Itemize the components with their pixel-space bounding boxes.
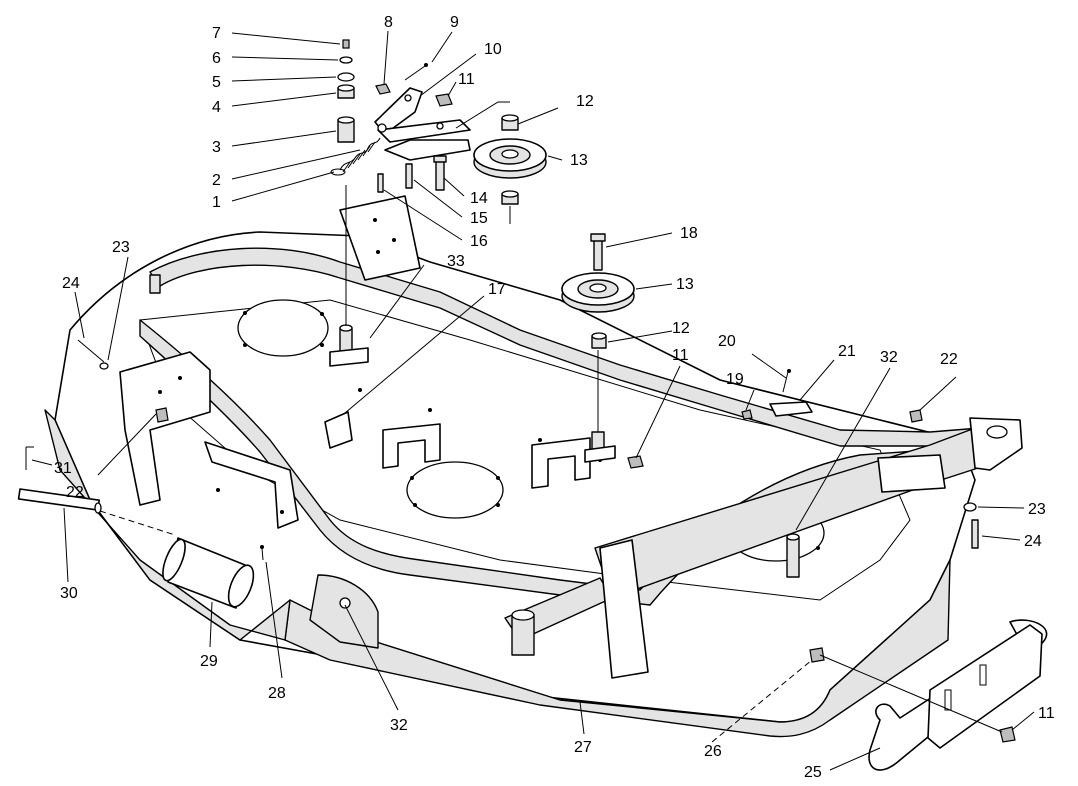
- right-spindle-cap: [786, 536, 800, 578]
- callout-25: 25: [804, 764, 822, 781]
- front-bumper-25: [809, 619, 1048, 771]
- callout-22-left: 22: [66, 484, 84, 501]
- idler-pulley-13-top: [473, 138, 547, 179]
- callout-13-lower: 13: [676, 276, 694, 293]
- left-skirt-bracket: [309, 574, 379, 649]
- callout-23-right: 23: [1028, 501, 1046, 518]
- idler-arm-lower: [377, 119, 471, 143]
- callout-14: 14: [470, 190, 488, 207]
- idler-pulley-13-lower: [561, 233, 635, 349]
- callout-29: 29: [200, 653, 218, 670]
- bolt-24-right: [971, 519, 979, 549]
- callout-28: 28: [268, 685, 286, 702]
- left-roller-bracket: [204, 441, 299, 529]
- callout-16: 16: [470, 233, 488, 250]
- deck-frame: [119, 195, 1023, 679]
- lift-arm-socket: [969, 417, 1023, 471]
- callout-20: 20: [718, 333, 736, 350]
- callout-17: 17: [488, 281, 506, 298]
- pivot-base: [329, 347, 369, 367]
- washer-6: [339, 56, 353, 64]
- rear-hanger-bracket: [339, 195, 421, 281]
- callout-1: 1: [212, 194, 221, 211]
- belt-guide-21: [769, 401, 813, 417]
- callout-33: 33: [447, 253, 465, 270]
- callout-13-top: 13: [570, 152, 588, 169]
- callout-32-left: 32: [390, 717, 408, 734]
- nut-19: [741, 409, 753, 420]
- callout-26: 26: [704, 743, 722, 760]
- front-pivot-tube: [511, 614, 535, 656]
- idler-arm-plate: [384, 139, 471, 161]
- washer-5: [337, 72, 355, 82]
- nut-22-left: [155, 407, 169, 423]
- bolt-26: [809, 647, 825, 663]
- center-blade-opening: [406, 461, 504, 519]
- callout-24-right: 24: [1024, 533, 1042, 550]
- callout-27: 27: [574, 739, 592, 756]
- callout-10: 10: [484, 41, 502, 58]
- right-side-hardware: [627, 369, 979, 549]
- bumper-plate: [927, 624, 1043, 749]
- left-side-bracket: [119, 351, 211, 506]
- callout-labels: 7 6 5 4 3 2 1 8 9 10 11 12 13 14 15 16 3…: [54, 14, 1055, 781]
- callout-30: 30: [60, 585, 78, 602]
- leader-lines: [31, 30, 1035, 771]
- callout-12-lower: 12: [672, 320, 690, 337]
- spring-anchor-bracket: [324, 411, 353, 449]
- bolt-15: [405, 163, 413, 189]
- roller-assembly: [17, 446, 264, 609]
- bolt-24-left: [77, 339, 105, 363]
- idler-arm-assembly: [330, 39, 547, 205]
- callout-23-left: 23: [112, 239, 130, 256]
- washer-23-right: [963, 502, 977, 512]
- callout-18: 18: [680, 225, 698, 242]
- callout-3: 3: [212, 139, 221, 156]
- callout-4: 4: [212, 99, 221, 116]
- deck-skirt: [284, 559, 951, 738]
- nut-22-right: [909, 409, 923, 423]
- callout-31: 31: [54, 460, 72, 477]
- callout-11-bumper: 11: [1038, 705, 1055, 722]
- callout-7: 7: [212, 25, 221, 42]
- nut-11-right: [627, 455, 644, 469]
- bolt-16: [377, 173, 384, 193]
- stud-left: [149, 274, 161, 294]
- hairpin-31: [25, 446, 34, 470]
- left-blade-opening: [237, 299, 329, 357]
- bolt-9: [404, 65, 426, 81]
- callout-8: 8: [384, 14, 393, 31]
- callout-2: 2: [212, 172, 221, 189]
- callout-12-top: 12: [576, 93, 594, 110]
- callout-24-left: 24: [62, 275, 80, 292]
- nut-7: [342, 39, 350, 49]
- callout-15: 15: [470, 210, 488, 227]
- front-hanger-plate: [599, 539, 649, 679]
- left-side-hardware: [77, 274, 169, 423]
- callout-6: 6: [212, 50, 221, 67]
- cotter-pin-28: [261, 547, 264, 561]
- nut-11-top: [435, 93, 453, 107]
- callout-19: 19: [726, 371, 744, 388]
- nut-11-bumper: [999, 726, 1016, 743]
- nut-8: [375, 83, 391, 95]
- bolt-14: [435, 159, 445, 191]
- callout-22-right: 22: [940, 351, 958, 368]
- callout-9: 9: [450, 14, 459, 31]
- callout-11-center: 11: [672, 347, 689, 364]
- roller-29: [162, 537, 255, 609]
- callout-5: 5: [212, 74, 221, 91]
- callout-32-right: 32: [880, 349, 898, 366]
- washer-23-left: [99, 362, 109, 370]
- screw-20: [782, 371, 789, 393]
- deck-left-wall: [44, 409, 291, 641]
- bolt-18: [593, 239, 603, 271]
- callout-11-top: 11: [458, 71, 475, 88]
- right-hanger-plate: [877, 454, 946, 493]
- center-spindle-bracket: [382, 423, 441, 469]
- callout-21: 21: [838, 343, 856, 360]
